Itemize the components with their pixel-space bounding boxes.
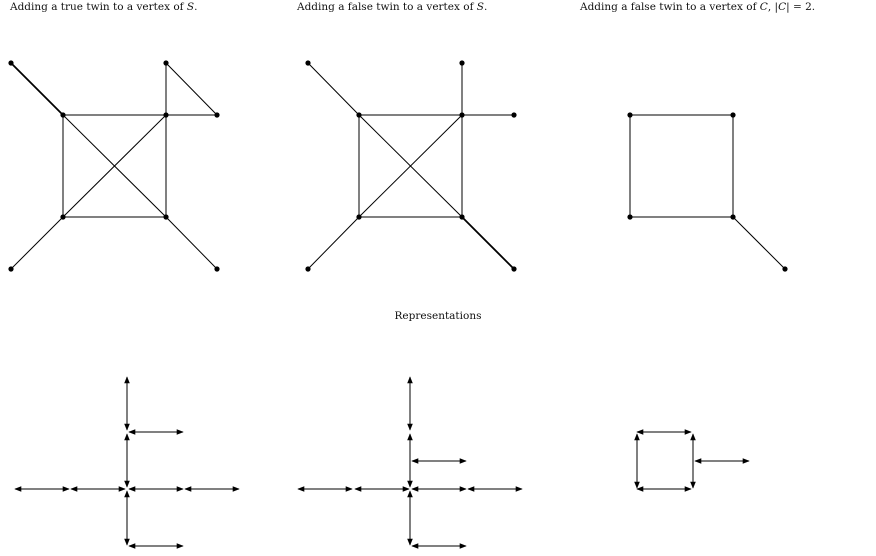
graph-edge [10,62,64,116]
graph-edge [62,114,167,218]
graph-vertex [8,60,14,66]
graph-vertex [356,214,362,220]
representation-false-twin-C [634,429,750,492]
graph-vertex [214,112,220,118]
graph-edge [307,62,360,116]
graph-vertex [459,214,465,220]
graph-vertex [356,112,362,118]
graph-vertex [305,60,311,66]
graph-vertex [627,112,633,118]
graph-edge [307,216,360,270]
graph-vertex [730,214,736,220]
graph-edge [358,114,463,218]
graph-edge [10,216,64,270]
caption-false-twin-C: Adding a false twin to a vertex of C, |C… [580,1,816,13]
representation-false-twin-S [297,376,523,549]
graph-vertex [163,112,169,118]
graph-false-twin-C [627,112,788,272]
math-var: C [778,1,787,13]
math-var: S [476,1,484,13]
graph-vertex [459,112,465,118]
graph-vertex [627,214,633,220]
graph-vertex [782,266,788,272]
graph-vertex [730,112,736,118]
graph-true-twin [8,60,220,272]
graph-edge [165,62,218,116]
graph-vertex [8,266,14,272]
graph-edge [461,216,515,270]
caption-representations: Representations [394,310,482,322]
graph-vertex [459,60,465,66]
graph-vertex [163,60,169,66]
graph-edge [165,216,218,270]
math-var: S [186,1,195,13]
graph-vertex [163,214,169,220]
graph-false-twin-S [305,60,517,272]
graph-vertex [214,266,220,272]
representation-true-twin [14,376,240,549]
caption-false-twin-S: Adding a false twin to a vertex of S. [297,1,488,13]
graph-vertex [511,266,517,272]
graph-vertex [60,112,66,118]
graph-vertex [511,112,517,118]
caption-true-twin-S: Adding a true twin to a vertex of S. [10,1,198,13]
graph-edge [732,216,786,270]
math-var: C [759,1,768,13]
graph-vertex [60,214,66,220]
graph-vertex [305,266,311,272]
